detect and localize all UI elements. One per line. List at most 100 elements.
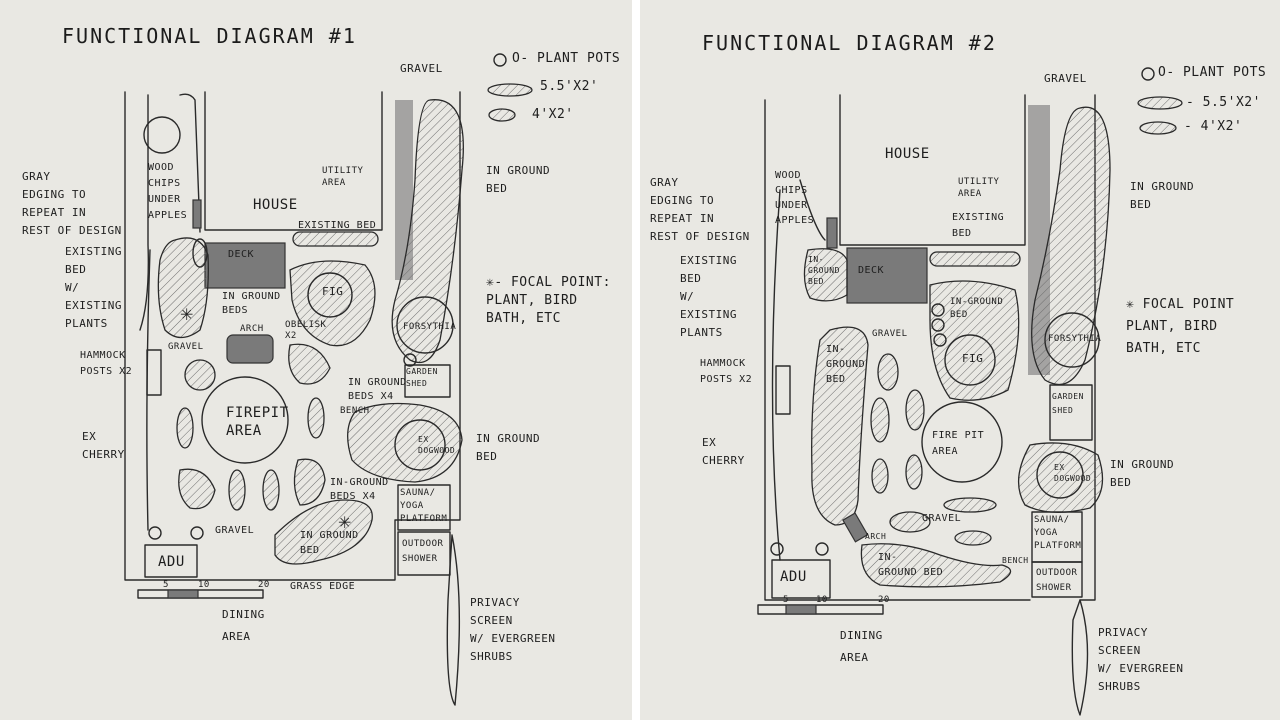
label-inground-right: IN GROUND BED bbox=[1130, 180, 1195, 211]
deck bbox=[204, 242, 286, 289]
label-inground-low: IN- GROUND BED bbox=[878, 552, 944, 578]
inground-bed-low bbox=[860, 543, 1012, 588]
scale-bar bbox=[757, 604, 884, 615]
dogwood-circle bbox=[1036, 451, 1084, 499]
label-inground-low: IN GROUND BED bbox=[300, 530, 359, 556]
small-bed bbox=[228, 469, 246, 511]
privacy-screen bbox=[1071, 599, 1089, 716]
label-inground-beds: IN GROUND BEDS bbox=[222, 291, 281, 316]
legend-size-a: 5.5'x2' bbox=[540, 79, 599, 94]
plant-pot bbox=[403, 353, 417, 367]
label-existing-left: EXISTING BED W/ EXISTING PLANTS bbox=[65, 245, 122, 330]
scale-10: 10 bbox=[816, 595, 828, 605]
small-bed bbox=[176, 407, 194, 449]
firepit-area bbox=[921, 401, 1003, 483]
inground-bed-deck bbox=[803, 248, 848, 302]
label-firepit: FIREPIT AREA bbox=[226, 405, 289, 439]
focal-star-icon: ✳ bbox=[338, 513, 351, 532]
plant-pot bbox=[931, 318, 945, 332]
label-gravel-mid: GRAVEL bbox=[872, 329, 908, 339]
label-deck: DECK bbox=[228, 249, 255, 260]
arch bbox=[842, 512, 869, 543]
diagram-1-panel: ✳ ✳ FUNCTIONAL DIAGRAM #1 O- PLANT POTS … bbox=[0, 0, 632, 720]
wood-chip-strip bbox=[771, 179, 826, 561]
privacy-screen bbox=[446, 534, 461, 706]
plant-pot bbox=[931, 303, 945, 317]
label-hammock: HAMMOCK POSTS X2 bbox=[700, 358, 753, 385]
diagram-1-drawing: ✳ ✳ bbox=[124, 53, 533, 706]
arch bbox=[226, 334, 274, 364]
label-sauna: SAUNA/ YOGA PLATFORM bbox=[400, 488, 448, 524]
garden-shed bbox=[1049, 384, 1093, 441]
hammock-posts bbox=[775, 365, 791, 415]
label-inground-right: IN GROUND BED bbox=[486, 164, 551, 195]
inground-bed-small bbox=[178, 468, 216, 510]
label-arch: ARCH bbox=[865, 532, 887, 541]
scale-5: 5 bbox=[783, 595, 789, 605]
small-bed bbox=[307, 397, 325, 439]
plant-pot bbox=[815, 542, 829, 556]
label-bench: BENCH bbox=[1002, 556, 1029, 565]
label-garden-shed: GARDEN SHED bbox=[406, 367, 438, 388]
label-gravel-mid: GRAVEL bbox=[168, 342, 204, 352]
firepit-area bbox=[201, 376, 289, 464]
label-gray-edging: GRAY EDGING TO REPEAT IN REST OF DESIGN bbox=[22, 170, 122, 237]
scale-bar-fill bbox=[785, 604, 817, 615]
label-wood-chips: WOOD CHIPS UNDER APPLES bbox=[148, 162, 188, 221]
scale-bar-fill bbox=[167, 589, 199, 599]
small-bed bbox=[954, 530, 992, 546]
legend-pot-large bbox=[487, 83, 533, 97]
forsythia-circle bbox=[396, 296, 454, 354]
legend-size-a: - 5.5'x2' bbox=[1186, 95, 1261, 110]
fig-circle bbox=[944, 334, 996, 386]
plant-pot bbox=[192, 238, 208, 268]
small-bed bbox=[262, 469, 280, 511]
label-privacy: PRIVACY SCREEN W/ EVERGREEN SHRUBS bbox=[1098, 626, 1184, 693]
legend-size-b: - 4'x2' bbox=[1184, 119, 1243, 134]
label-fig: FIG bbox=[962, 352, 984, 365]
label-obelisk: OBELISK X2 bbox=[285, 320, 327, 341]
existing-bed-top bbox=[929, 251, 1021, 267]
diagram-2-drawing bbox=[757, 67, 1183, 716]
label-inground-left: IN- GROUND BED bbox=[826, 344, 866, 385]
inground-bed-right bbox=[1031, 106, 1111, 386]
small-bed bbox=[905, 389, 925, 431]
gate-post bbox=[192, 199, 202, 229]
legend-pot-icon bbox=[1141, 67, 1155, 81]
hammock-posts bbox=[146, 349, 162, 396]
label-ex-cherry: EX CHERRY bbox=[702, 436, 745, 467]
wood-chip-strip bbox=[139, 93, 201, 331]
house-outline bbox=[839, 94, 1026, 246]
scale-5: 5 bbox=[163, 580, 169, 590]
label-house: HOUSE bbox=[885, 146, 930, 162]
label-ex-dogwood: EX DOGWOOD bbox=[1054, 463, 1092, 483]
inground-bed-low bbox=[274, 499, 373, 565]
label-garden-shed: GARDEN SHED bbox=[1052, 392, 1084, 415]
scale-bar bbox=[137, 589, 264, 599]
focal-star-icon: ✳ bbox=[180, 305, 193, 324]
legend-pots-label: O- PLANT POTS bbox=[512, 51, 621, 66]
scale-20: 20 bbox=[878, 595, 890, 605]
existing-bed-top bbox=[292, 231, 379, 247]
small-bed bbox=[870, 397, 890, 443]
small-bed bbox=[889, 511, 931, 533]
gravel-circle bbox=[184, 359, 216, 391]
deck bbox=[846, 247, 928, 304]
plant-pot bbox=[770, 542, 784, 556]
adu bbox=[144, 544, 198, 578]
legend-pot-small bbox=[488, 108, 516, 122]
focal-point-legend: ✳- FOCAL POINT: PLANT, BIRD BATH, ETC bbox=[486, 275, 611, 326]
diagram-2-panel: FUNCTIONAL DIAGRAM #2 O- PLANT POTS - 5.… bbox=[640, 0, 1280, 720]
label-gravel-low: GRAVEL bbox=[215, 525, 255, 536]
label-bench: BENCH bbox=[340, 406, 370, 416]
inground-bed-small bbox=[293, 458, 326, 506]
legend-pot-icon bbox=[493, 53, 507, 67]
small-bed bbox=[943, 497, 997, 513]
label-forsythia: FORSYTHIA bbox=[1048, 334, 1102, 344]
legend-pot-small bbox=[1139, 121, 1177, 135]
scale-20: 20 bbox=[258, 580, 270, 590]
label-privacy: PRIVACY SCREEN W/ EVERGREEN SHRUBS bbox=[470, 596, 556, 663]
label-fig: FIG bbox=[322, 285, 344, 298]
plant-pot bbox=[933, 333, 947, 347]
label-hammock: HAMMOCK POSTS X2 bbox=[80, 350, 133, 377]
